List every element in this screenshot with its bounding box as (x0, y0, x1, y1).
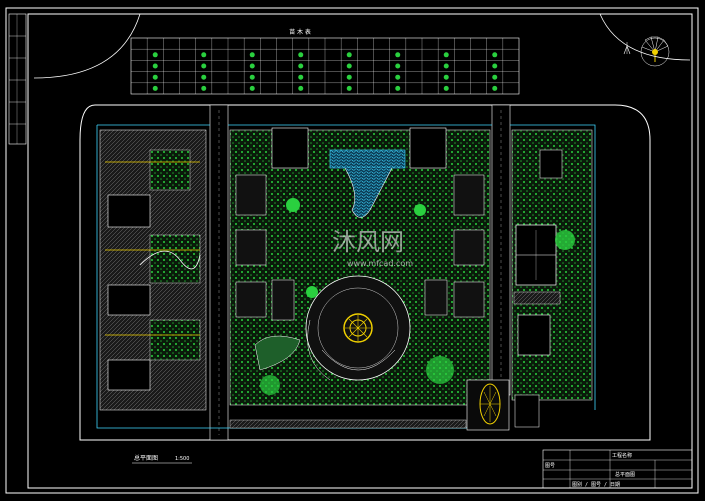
central-garden (229, 127, 491, 406)
table-title: 苗 木 表 (289, 28, 311, 36)
plan-label-text: 总平面图 (134, 454, 158, 462)
plant-symbol-icon (201, 85, 207, 91)
plant-symbol-icon (152, 74, 158, 80)
title-block-field: 图号 (545, 463, 555, 469)
plant-symbol-icon (346, 63, 352, 69)
plant-symbol-icon (395, 52, 401, 58)
north-arrow-icon (623, 42, 631, 55)
binding-strip (8, 13, 27, 145)
watermark-url: www.mfcad.com (347, 259, 413, 268)
west-block (99, 129, 207, 411)
entrance-plaza (466, 379, 540, 431)
title-block-sheet: 总平面图 (615, 471, 635, 478)
plant-symbol-icon (492, 85, 498, 91)
plant-symbol-icon (298, 74, 304, 80)
plant-symbol-icon (249, 85, 255, 91)
plant-symbol-icon (298, 63, 304, 69)
plant-symbol-icon (443, 85, 449, 91)
title-block-footer: 图别 / 图号 / 日期 (572, 481, 620, 488)
cyan-boundary (96, 124, 596, 429)
plan-scale-text: 1:500 (175, 456, 189, 462)
plant-schedule-table: 苗 木 表 (130, 28, 520, 95)
plant-symbol-icon (249, 74, 255, 80)
plant-symbol-icon (298, 85, 304, 91)
plant-symbol-icon (443, 74, 449, 80)
plant-symbol-icon (492, 63, 498, 69)
plant-symbol-icon (346, 74, 352, 80)
site-boundary (79, 104, 651, 441)
plant-symbol-icon (152, 52, 158, 58)
east-block (511, 129, 593, 401)
plant-symbol-icon (395, 74, 401, 80)
drawing-frame (5, 7, 699, 494)
plant-symbol-icon (492, 52, 498, 58)
plant-symbol-icon (152, 85, 158, 91)
plant-symbol-icon (443, 52, 449, 58)
road-curve-right (599, 13, 691, 61)
plant-symbol-icon (492, 74, 498, 80)
plant-symbol-icon (249, 63, 255, 69)
south-strip (229, 419, 467, 429)
compass-rose-icon (640, 36, 670, 67)
title-block-header: 工程名称 (612, 452, 632, 459)
plant-symbol-icon (346, 85, 352, 91)
plant-symbol-icon (395, 85, 401, 91)
plant-symbol-icon (249, 52, 255, 58)
plant-symbol-icon (395, 63, 401, 69)
plant-symbol-icon (201, 74, 207, 80)
plant-symbol-icon (346, 52, 352, 58)
fountain-pool (329, 149, 406, 169)
plant-symbol-icon (201, 63, 207, 69)
road-curve (33, 13, 141, 79)
title-block: 工程名称 图号 总平面图 图别 / 图号 / 日期 (542, 449, 693, 489)
plant-symbol-icon (201, 52, 207, 58)
plant-symbol-icon (443, 63, 449, 69)
watermark-text: 沐风网 (332, 228, 404, 256)
plant-symbol-icon (298, 52, 304, 58)
plant-symbol-icon (152, 63, 158, 69)
inner-frame (27, 13, 693, 489)
plan-label: 总平面图 1:500 (132, 454, 192, 464)
